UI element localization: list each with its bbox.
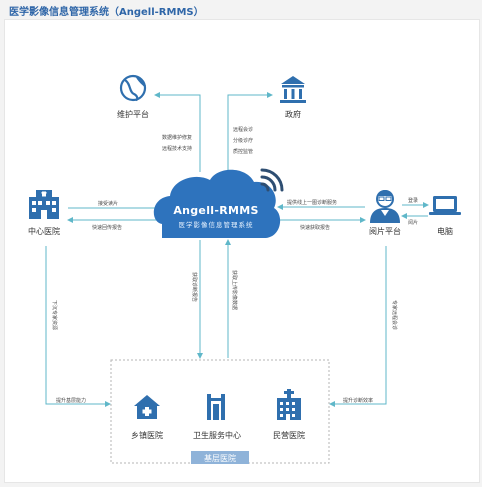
edge-label: 数据维护修复 xyxy=(162,134,192,141)
page-title: 医学影像信息管理系统（Angell-RMMS） xyxy=(9,7,204,18)
edge-label-vertical: 获取诊断报告 xyxy=(191,272,198,302)
laptop-icon xyxy=(429,196,461,215)
private-hospital-label: 民营医院 xyxy=(273,430,305,440)
cloud-node: Angell-RMMS 医学影像信息管理系统 xyxy=(153,169,281,238)
edge-label-vertical: 下沉专家资源 xyxy=(51,300,58,330)
edge-label: 远程会诊 xyxy=(233,126,253,133)
arrow-central-to-grassroots xyxy=(45,246,111,407)
edge-label-vertical: 专家远程会诊 xyxy=(391,300,398,330)
doctor-icon xyxy=(370,190,400,223)
edge-label: 登录 xyxy=(408,197,418,204)
private-hospital-icon xyxy=(277,389,301,420)
hospital-icon xyxy=(29,190,59,219)
government-label: 政府 xyxy=(285,109,301,119)
diagram-panel xyxy=(4,19,480,483)
edge-label: 提升诊断效率 xyxy=(343,397,373,404)
government-building-icon xyxy=(280,76,306,103)
film-platform-label: 阅片平台 xyxy=(369,226,401,236)
edge-label: 接受读片 xyxy=(98,200,118,207)
edge-label: 提供线上一图诊断服务 xyxy=(287,199,337,206)
edge-label: 远程技术支持 xyxy=(162,145,192,152)
edge-label: 分级诊疗 xyxy=(233,137,253,144)
wireless-signal-icon xyxy=(260,168,284,192)
edge-label: 快速获取报告 xyxy=(300,224,330,231)
arrow-film-to-grassroots xyxy=(329,246,387,407)
house-icon xyxy=(134,395,160,419)
cloud-name: Angell-RMMS xyxy=(173,204,258,217)
cloud-subtitle: 医学影像信息管理系统 xyxy=(179,220,254,229)
grassroots-footer-bg xyxy=(191,451,249,464)
edge-label: 质控监管 xyxy=(233,148,253,155)
computer-label: 电脑 xyxy=(437,226,453,236)
arrow-cloud-to-maintenance xyxy=(154,92,201,172)
edge-label: 提升基层能力 xyxy=(56,397,86,404)
health-center-label: 卫生服务中心 xyxy=(193,430,241,440)
edge-label: 阅片 xyxy=(408,219,418,226)
globe-icon xyxy=(119,74,147,102)
township-hospital-label: 乡镇医院 xyxy=(131,430,163,440)
edge-label: 快速回传报告 xyxy=(92,224,122,231)
edge-label-vertical: 获取上传影像数据 xyxy=(231,270,238,310)
grassroots-footer-label: 基层医院 xyxy=(204,453,236,463)
health-center-icon xyxy=(207,394,225,420)
central-hospital-label: 中心医院 xyxy=(28,226,60,236)
arrow-cloud-to-government xyxy=(227,92,273,172)
maintenance-platform-label: 维护平台 xyxy=(117,109,149,119)
